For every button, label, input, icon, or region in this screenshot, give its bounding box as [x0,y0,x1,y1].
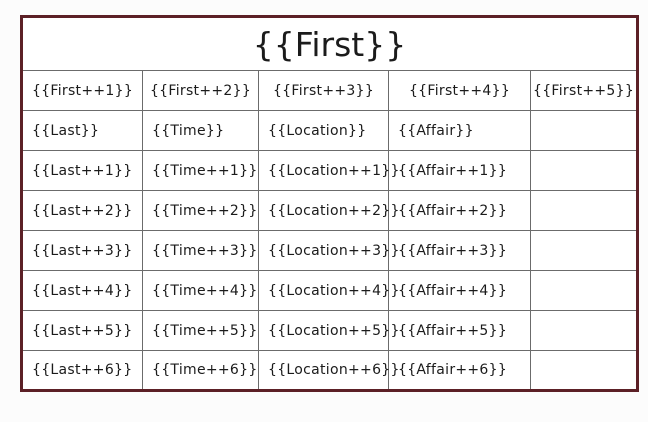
table-row: {{Last++1}} {{Time++1}} {{Location++1}} … [21,150,639,191]
cell-last: {{Last++3}} [21,230,143,271]
title-row: {{First}} [20,16,639,71]
cell-last: {{Last++6}} [21,350,143,391]
cell-time: {{Time++1}} [142,150,259,191]
table-row: {{Last++6}} {{Time++6}} {{Location++6}} … [21,350,639,391]
cell-empty [529,350,639,391]
cell-empty [529,270,639,311]
cell-last: {{Last++4}} [21,270,143,311]
cell-location: {{Location++3}} [258,230,399,271]
table-row: {{Last++3}} {{Time++3}} {{Location++3}} … [21,230,639,271]
cell-last: {{Last++1}} [21,150,143,191]
table-title-cell: {{First}} [20,16,639,71]
cell-affair: {{Affair++4}} [388,270,531,311]
cell-empty [529,150,639,191]
cell-empty [529,110,639,151]
cell-time: {{Time++2}} [142,190,259,231]
cell-last: {{Last++2}} [21,190,143,231]
cell-empty [529,230,639,271]
cell-last: {{Last++5}} [21,310,143,351]
cell-location: {{Location}} [258,110,389,151]
header-cell-5: {{First++5}} [529,70,639,111]
cell-affair: {{Affair++2}} [388,190,531,231]
cell-affair: {{Affair++1}} [388,150,531,191]
cell-empty [529,190,639,231]
header-cell-4: {{First++4}} [388,70,531,111]
table-row: {{Last++2}} {{Time++2}} {{Location++2}} … [21,190,639,231]
cell-affair: {{Affair++3}} [388,230,531,271]
cell-affair: {{Affair++5}} [388,310,531,351]
table-row: {{Last++4}} {{Time++4}} {{Location++4}} … [21,270,639,311]
header-row: {{First++1}} {{First++2}} {{First++3}} {… [21,70,639,111]
cell-location: {{Location++2}} [258,190,399,231]
header-cell-2: {{First++2}} [142,70,259,111]
table-row: {{Last++5}} {{Time++5}} {{Location++5}} … [21,310,639,351]
header-cell-1: {{First++1}} [21,70,143,111]
template-table: {{First}} {{First++1}} {{First++2}} {{Fi… [20,15,640,392]
cell-affair: {{Affair++6}} [388,350,531,391]
cell-location: {{Location++1}} [258,150,399,191]
cell-affair: {{Affair}} [388,110,531,151]
cell-location: {{Location++6}} [258,350,399,391]
cell-time: {{Time++6}} [142,350,259,391]
cell-time: {{Time++3}} [142,230,259,271]
cell-empty [529,310,639,351]
cell-time: {{Time}} [142,110,259,151]
cell-time: {{Time++4}} [142,270,259,311]
cell-location: {{Location++4}} [258,270,399,311]
cell-location: {{Location++5}} [258,310,399,351]
cell-time: {{Time++5}} [142,310,259,351]
header-cell-3: {{First++3}} [258,70,389,111]
cell-last: {{Last}} [21,110,143,151]
table-row: {{Last}} {{Time}} {{Location}} {{Affair}… [21,110,639,151]
